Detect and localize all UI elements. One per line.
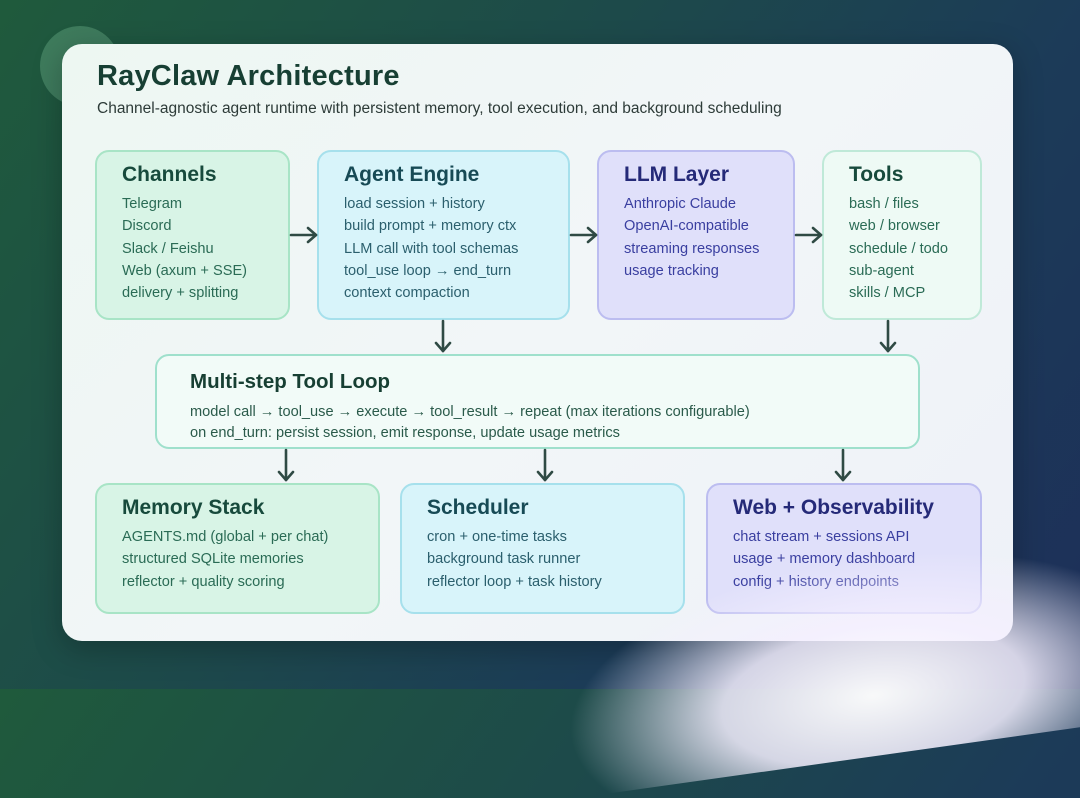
memory-stack-title: Memory Stack — [122, 496, 265, 519]
memory-stack-box: Memory Stack AGENTS.md (global + per cha… — [95, 483, 380, 614]
agent-engine-item: build prompt + memory ctx — [344, 218, 517, 235]
agent-engine-item: load session + history — [344, 196, 485, 212]
channels-item: Discord — [122, 218, 172, 235]
arrow-loop-to-memory — [277, 448, 295, 482]
agent-engine-title: Agent Engine — [344, 163, 480, 186]
scheduler-item: background task runner — [427, 551, 581, 568]
tool-loop-title: Multi-step Tool Loop — [190, 370, 391, 393]
channels-item: Web (axum + SSE) — [122, 262, 248, 279]
llm-layer-title: LLM Layer — [624, 163, 730, 186]
tool-loop-item: model call → tool_use → execute → tool_r… — [190, 404, 750, 420]
channels-title: Channels — [122, 163, 217, 186]
channels-box: Channels Telegram Discord Slack / Feishu… — [95, 150, 290, 320]
web-observability-title: Web + Observability — [733, 496, 934, 519]
tools-item: sub-agent — [849, 262, 914, 279]
page-title: RayClaw Architecture — [97, 60, 400, 92]
arrows-layer — [277, 226, 897, 482]
agent-engine-box: Agent Engine load session + history buil… — [317, 150, 570, 320]
llm-layer-item: streaming responses — [624, 240, 760, 257]
page-subtitle: Channel-agnostic agent runtime with pers… — [97, 100, 782, 117]
llm-layer-item: Anthropic Claude — [624, 196, 736, 212]
tools-item: web / browser — [849, 218, 940, 235]
tools-item: schedule / todo — [849, 240, 948, 257]
arrow-engine-to-llm — [569, 226, 598, 244]
llm-layer-item: usage tracking — [624, 262, 719, 279]
arrow-tools-to-loop — [879, 319, 897, 353]
memory-stack-item: reflector + quality scoring — [122, 573, 285, 590]
arrow-llm-to-tools — [794, 226, 823, 244]
llm-layer-box: LLM Layer Anthropic Claude OpenAI-compat… — [597, 150, 795, 320]
channels-item: delivery + splitting — [122, 285, 239, 302]
memory-stack-item: AGENTS.md (global + per chat) — [122, 529, 329, 545]
scheduler-title: Scheduler — [427, 496, 529, 519]
llm-layer-item: OpenAI-compatible — [624, 218, 749, 235]
channels-item: Slack / Feishu — [122, 240, 214, 257]
arrow-loop-to-web — [834, 448, 852, 482]
arrow-loop-to-scheduler — [536, 448, 554, 482]
agent-engine-item: LLM call with tool schemas — [344, 240, 519, 257]
tools-item: skills / MCP — [849, 285, 926, 302]
memory-stack-item: structured SQLite memories — [122, 551, 304, 568]
scheduler-item: cron + one-time tasks — [427, 529, 567, 545]
tools-title: Tools — [849, 163, 904, 186]
agent-engine-item: tool_use loop → end_turn — [344, 262, 512, 279]
arrow-engine-to-loop — [434, 319, 452, 353]
agent-engine-item: context compaction — [344, 285, 470, 302]
tool-loop-box: Multi-step Tool Loop model call → tool_u… — [155, 354, 920, 449]
tools-item: bash / files — [849, 196, 919, 212]
tool-loop-item: on end_turn: persist session, emit respo… — [190, 425, 620, 441]
channels-item: Telegram — [122, 196, 183, 212]
tools-box: Tools bash / files web / browser schedul… — [822, 150, 982, 320]
arrow-channels-to-engine — [289, 226, 318, 244]
